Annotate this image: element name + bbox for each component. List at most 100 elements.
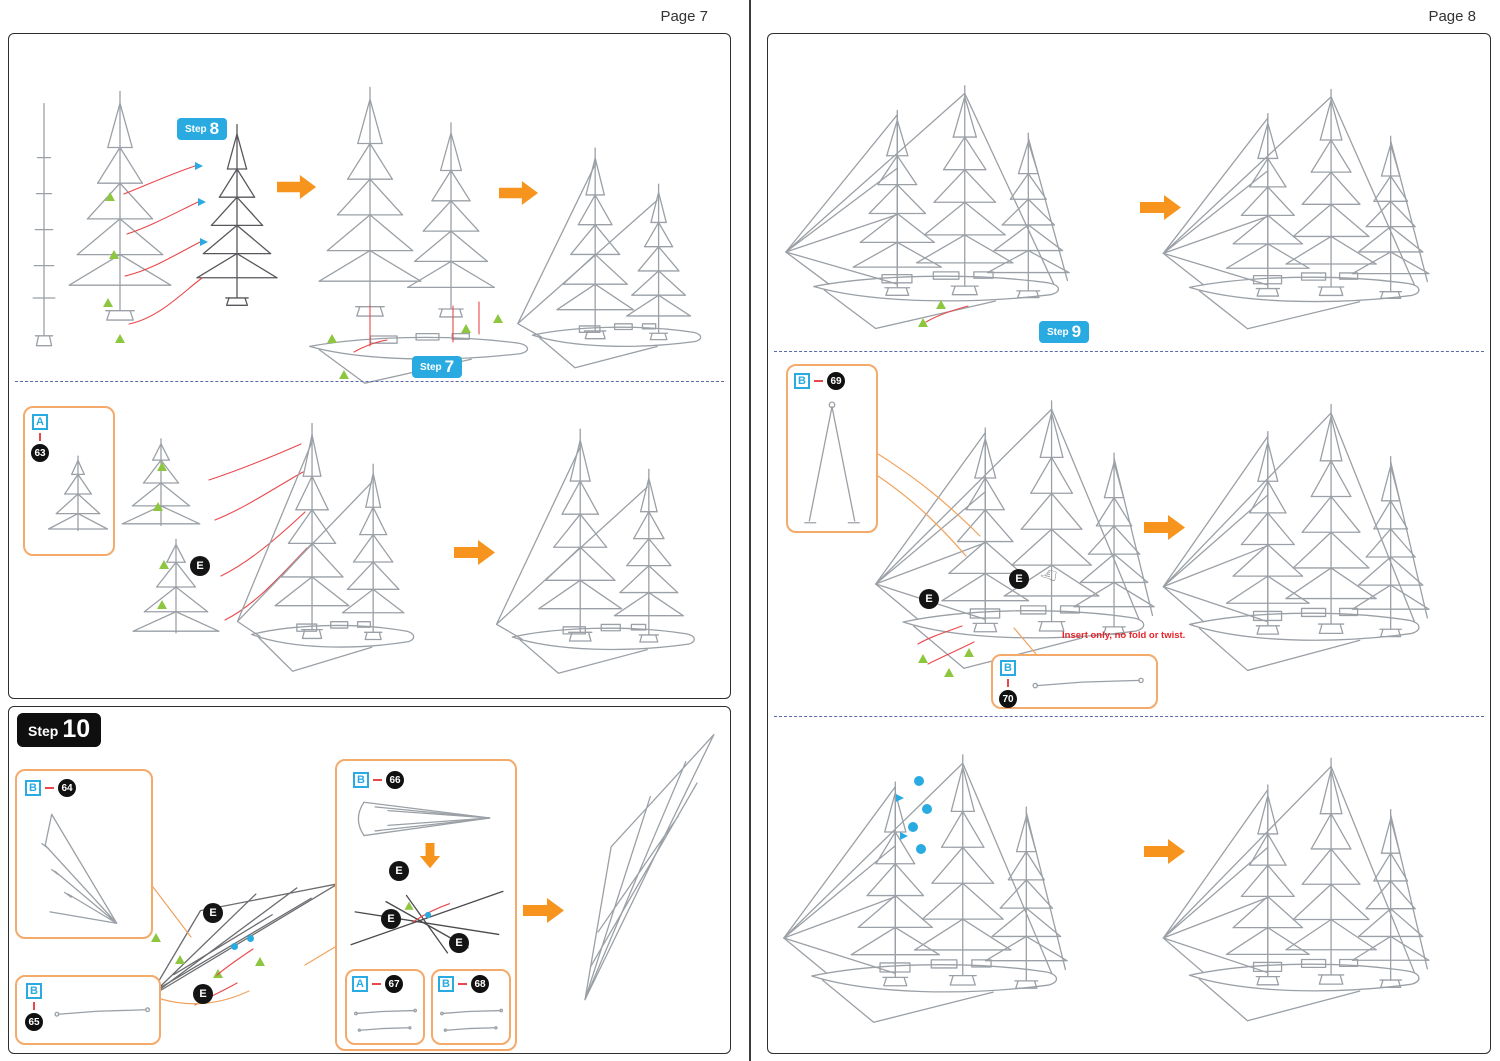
assembled-two-mast-ship: [497, 429, 695, 673]
dashed-divider: [15, 381, 724, 382]
part-number-badge: 70: [999, 690, 1017, 708]
mast-part-dark: [196, 124, 278, 306]
page7-top-diagram: [32, 86, 729, 697]
part-callout-b64: B 64: [15, 769, 153, 939]
part-e-marker: E: [203, 903, 223, 923]
part-letter-badge: A: [32, 414, 48, 430]
part-number-badge: 67: [385, 975, 403, 993]
orange-arrow-icon: [499, 180, 539, 206]
blue-tick-markers: [195, 162, 208, 246]
red-connector-line: [413, 904, 450, 922]
red-connector-lines: [354, 302, 479, 352]
step7-badge: Step 7: [412, 356, 463, 378]
red-connector-lines: [209, 444, 307, 620]
step10-badge: Step 10: [17, 713, 102, 747]
page7-label: Page 7: [660, 8, 708, 25]
orange-arrow-icon: [277, 174, 317, 200]
mainmast-frame: [407, 122, 495, 318]
part-70-diagram: [1032, 677, 1144, 689]
page8-panel: Step 9 B 69 E E ☞ Insert only, no fold o…: [767, 33, 1491, 1054]
step-number: 7: [444, 357, 455, 376]
part-label-a67: A 67: [352, 975, 403, 993]
ship-step9-after: [1163, 89, 1429, 328]
step10-subassembly-callout: B 66 E E E A 67 B: [335, 759, 517, 1051]
red-dash-icon: [39, 433, 41, 441]
mast-pole-part: [32, 102, 56, 347]
red-dash-icon: [458, 983, 467, 985]
page7-step10-panel: Step 10 B 64 B 65 E E B 66: [8, 706, 731, 1054]
part-number-badge: 65: [25, 1013, 43, 1031]
part-letter-badge: B: [26, 983, 42, 999]
ship-b69-after: [1163, 405, 1429, 671]
page8-label: Page 8: [1428, 8, 1476, 25]
part-callout-a63: A 63: [23, 406, 115, 556]
part-67-diagram: [354, 1009, 417, 1015]
assembled-two-mast-ship: [518, 148, 701, 368]
part-callout-b68: B 68: [431, 969, 511, 1045]
part-e-marker: E: [381, 909, 401, 929]
part-number-badge: 66: [386, 771, 404, 789]
blue-dot-marker: [424, 911, 432, 919]
part-66-diagram: [357, 801, 491, 837]
step-number: 8: [209, 119, 220, 138]
orange-arrow-icon: [1144, 839, 1185, 864]
red-dash-icon: [33, 1002, 35, 1010]
dashed-divider: [774, 716, 1484, 717]
step-word: Step: [28, 723, 59, 739]
ship-step9-before: [786, 86, 1069, 329]
part-number-badge: 64: [58, 779, 76, 797]
part-label-b66: B 66: [353, 771, 404, 789]
part-e-marker: E: [190, 556, 210, 576]
red-connector-lines: [918, 626, 974, 664]
part-label-a63: A 63: [31, 414, 49, 462]
orange-down-arrow-icon: [419, 843, 441, 869]
part-label-b68: B 68: [438, 975, 489, 993]
red-dash-icon: [373, 779, 382, 781]
subassembly-diagram: [350, 890, 504, 954]
part-e-marker: E: [389, 861, 409, 881]
foremast-frame: [318, 86, 422, 317]
foremast-frame: [68, 90, 172, 321]
orange-arrow-icon: [454, 540, 495, 565]
orange-leader-lines: [878, 454, 1036, 654]
part-64-diagram: [41, 813, 118, 924]
part-68-diagram: [444, 1026, 498, 1032]
part-letter-badge: A: [352, 976, 368, 992]
part-callout-b69: B 69: [786, 364, 878, 533]
red-dash-icon: [814, 380, 823, 382]
part-number-badge: 69: [827, 372, 845, 390]
part-69-diagram: [804, 401, 860, 524]
part-callout-a67: A 67: [345, 969, 425, 1045]
red-dash-icon: [1007, 679, 1009, 687]
step-number: 10: [62, 715, 91, 743]
dashed-divider: [774, 351, 1484, 352]
red-dash-icon: [45, 787, 54, 789]
step9-badge: Step 9: [1039, 321, 1090, 343]
red-connector-lines: [124, 166, 202, 324]
part-letter-badge: B: [438, 976, 454, 992]
part-label-b65: B 65: [25, 983, 43, 1031]
orange-arrow-icon: [1140, 195, 1181, 220]
part-label-b70: B 70: [999, 660, 1017, 708]
part-letter-badge: B: [794, 373, 810, 389]
part-e-marker: E: [449, 933, 469, 953]
part-callout-b65: B 65: [15, 975, 161, 1045]
finished-bowsprit: [584, 734, 715, 1001]
part-label-b64: B 64: [25, 779, 76, 797]
masttop-part: [121, 438, 201, 527]
insert-warning-note: Insert only, no fold or twist.: [1062, 630, 1186, 641]
blue-dot-markers: [896, 776, 932, 854]
orange-arrow-icon: [1144, 515, 1185, 540]
part-68-diagram: [440, 1009, 503, 1015]
red-dash-icon: [372, 983, 381, 985]
step-word: Step: [420, 362, 442, 373]
orange-arrow-icon: [523, 898, 564, 923]
part-e-marker: E: [1009, 569, 1029, 589]
ship-final-after: [1163, 758, 1429, 1020]
ship-final-before: [784, 755, 1067, 1022]
step-word: Step: [1047, 327, 1069, 338]
bowsprit-assembly: [148, 883, 339, 998]
part-number-badge: 68: [471, 975, 489, 993]
part-63-diagram: [48, 455, 108, 531]
part-67-diagram: [358, 1026, 412, 1032]
